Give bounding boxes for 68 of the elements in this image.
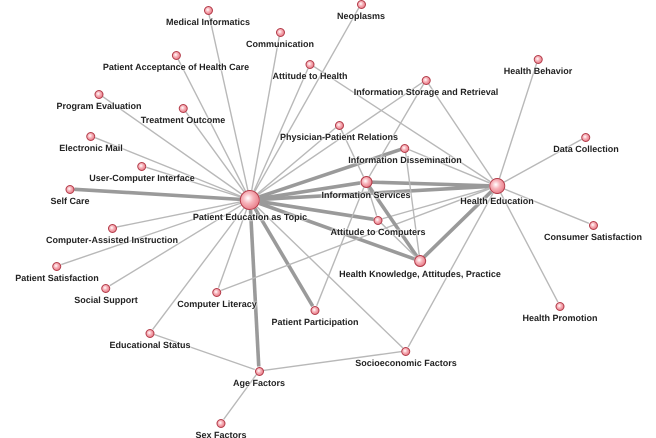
node-label: Patient Education as Topic bbox=[192, 212, 308, 222]
node-label: Computer Literacy bbox=[177, 298, 257, 308]
connector-line bbox=[220, 188, 490, 292]
node-label: Medical Informatics bbox=[166, 16, 250, 26]
node-label: Attitude to Health bbox=[272, 70, 348, 80]
node-label: Information Storage and Retrieval bbox=[354, 86, 498, 96]
node-label: Educational Status bbox=[110, 340, 190, 350]
connector-line bbox=[254, 208, 314, 308]
connector-line bbox=[368, 186, 418, 258]
connector-line bbox=[146, 166, 241, 198]
node-label: Physician-Patient Relations bbox=[280, 132, 398, 142]
connector-line bbox=[177, 58, 246, 192]
connector-line bbox=[423, 190, 493, 258]
connector-line bbox=[428, 83, 494, 180]
connector-line bbox=[498, 63, 538, 179]
connector-line bbox=[248, 210, 261, 367]
connector-line bbox=[260, 200, 374, 222]
node-label: Attitude to Computers bbox=[330, 226, 426, 236]
node-label: Sex Factors bbox=[195, 430, 247, 438]
connector-line bbox=[340, 128, 364, 177]
connector-line bbox=[408, 192, 494, 348]
connector-line bbox=[500, 192, 559, 302]
connector-line bbox=[254, 8, 360, 192]
connector-line bbox=[382, 188, 490, 220]
connector-line bbox=[208, 14, 249, 190]
connector-line bbox=[372, 180, 490, 188]
node-label: Program Evaluation bbox=[56, 100, 142, 110]
node-label: Treatment Outcome bbox=[140, 114, 226, 124]
connector-line bbox=[218, 209, 248, 288]
node-label: Data Collection bbox=[553, 144, 619, 154]
connector-line bbox=[223, 374, 257, 420]
node-label: Social Support bbox=[74, 294, 138, 304]
connector-line bbox=[504, 138, 582, 183]
connector-line bbox=[257, 127, 336, 194]
connector-line bbox=[258, 148, 402, 199]
node-label: Patient Participation bbox=[271, 316, 359, 326]
connector-line bbox=[504, 188, 590, 224]
node-label: Information Dissemination bbox=[348, 154, 462, 164]
node-label: User-Computer Interface bbox=[89, 172, 195, 182]
node-label: Communication bbox=[246, 38, 314, 48]
connector-line bbox=[404, 152, 420, 256]
node-label: Computer-Assisted Instruction bbox=[46, 234, 178, 244]
node-label: Electronic Mail bbox=[59, 142, 123, 152]
node-label: Health Knowledge, Attitudes, Practice bbox=[339, 269, 501, 279]
node-label: Patient Acceptance of Health Care bbox=[102, 62, 250, 72]
connector-line bbox=[154, 334, 255, 370]
connector-line bbox=[102, 96, 242, 195]
connector-line bbox=[116, 201, 240, 228]
node-label: Consumer Satisfaction bbox=[544, 232, 642, 242]
node-label: Self Care bbox=[50, 196, 90, 206]
connector-line bbox=[251, 36, 280, 190]
connector-line bbox=[380, 222, 416, 258]
connector-line bbox=[316, 187, 364, 306]
connector-line bbox=[185, 111, 245, 192]
connector-line bbox=[408, 149, 490, 184]
connector-line bbox=[74, 187, 240, 202]
node-label: Health Promotion bbox=[522, 312, 598, 322]
node-label: Health Behavior bbox=[504, 66, 572, 76]
connector-line bbox=[109, 204, 242, 286]
connector-line bbox=[152, 208, 245, 330]
connector-line bbox=[263, 350, 402, 372]
node-label: Patient Satisfaction bbox=[15, 272, 99, 282]
node-label: Neoplasms bbox=[336, 10, 386, 20]
connector-line bbox=[253, 68, 309, 192]
node-label: Health Education bbox=[460, 196, 534, 206]
node-label: Socioeconomic Factors bbox=[355, 358, 457, 368]
connector-line bbox=[256, 206, 404, 348]
node-label: Age Factors bbox=[233, 378, 285, 388]
